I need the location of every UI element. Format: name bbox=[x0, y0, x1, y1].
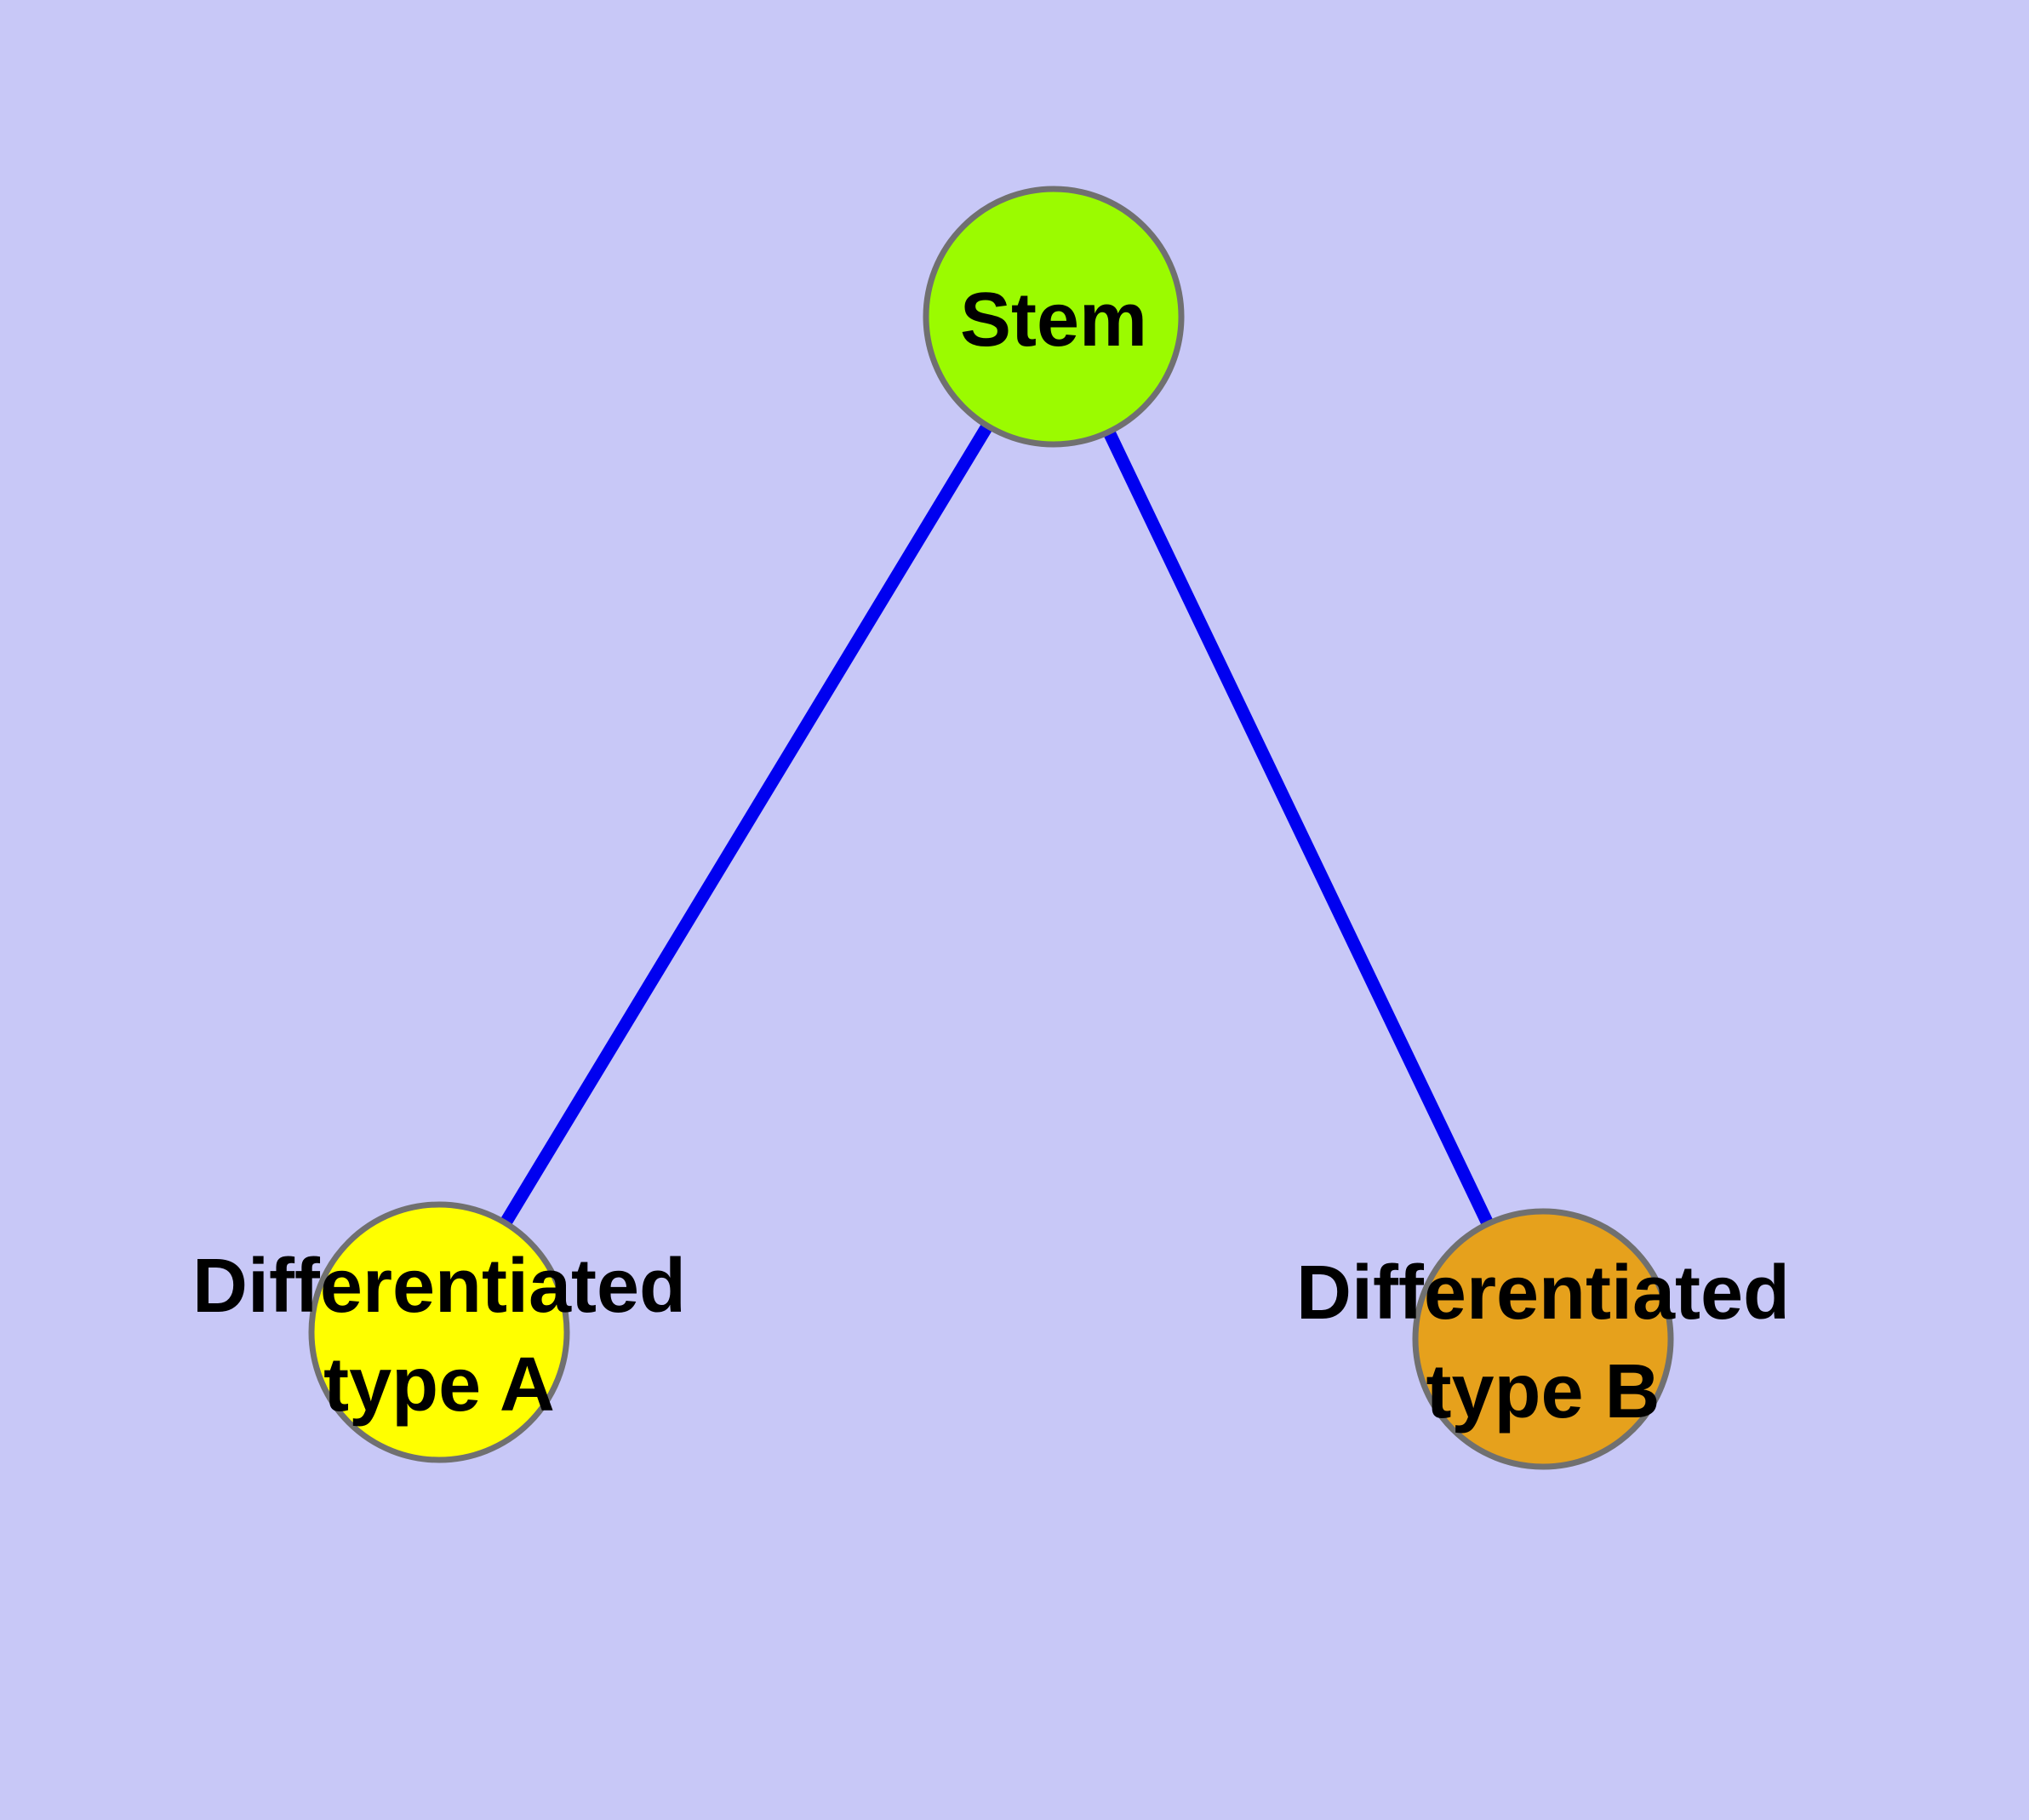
stem-label-line-1: Stem bbox=[960, 278, 1147, 363]
node-differentiated-type-a: Differentiated type A bbox=[192, 1201, 686, 1463]
node-stem: Stem bbox=[923, 186, 1185, 448]
differentiated-type-b-circle bbox=[1412, 1208, 1674, 1470]
edges-layer bbox=[500, 422, 1494, 1227]
differentiated-type-a-label-line-1: Differentiated bbox=[192, 1244, 686, 1329]
edge-stem-to-differentiated-type-b bbox=[1103, 429, 1494, 1227]
differentiated-type-b-label: Differentiated type B bbox=[1296, 1251, 1790, 1434]
stem-label: Stem bbox=[960, 278, 1147, 363]
differentiated-type-a-label-line-2: type A bbox=[323, 1342, 555, 1428]
differentiated-type-a-label: Differentiated type A bbox=[192, 1244, 686, 1428]
differentiated-type-b-label-line-1: Differentiated bbox=[1296, 1251, 1790, 1336]
stem-circle bbox=[923, 186, 1185, 448]
edge-stem-to-differentiated-type-a bbox=[500, 422, 993, 1227]
differentiated-type-a-circle bbox=[308, 1201, 570, 1463]
node-differentiated-type-b: Differentiated type B bbox=[1296, 1208, 1790, 1470]
differentiated-type-b-label-line-2: type B bbox=[1426, 1349, 1660, 1434]
